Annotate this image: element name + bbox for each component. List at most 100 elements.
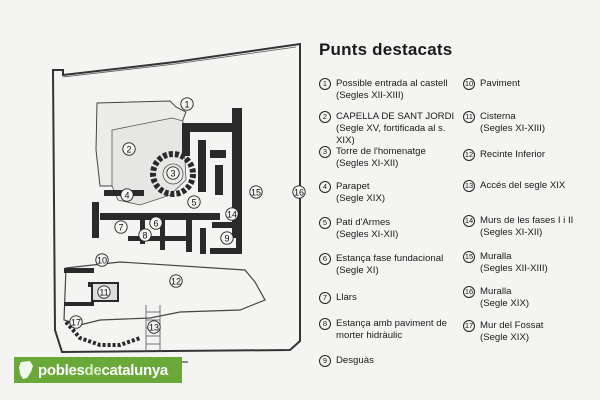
legend-item-text: Estança fase fundacional(Segle XI) [336,253,459,277]
legend-number-badge: 9 [319,355,331,367]
plan-marker-number: 5 [191,198,196,208]
legend-item-7: 7 Llars [319,292,459,304]
legend-item-line: Cisterna [480,111,516,122]
legend-number-badge: 4 [319,181,331,193]
plan-marker-15: 15 [249,185,263,199]
legend-item-line: Paviment [480,78,520,89]
legend-number-badge: 1 [319,78,331,90]
plan-marker-4: 4 [120,188,134,202]
plan-marker-number: 10 [97,256,107,266]
legend-item-4: 4 Parapet(Segle XIX) [319,181,459,205]
plan-marker-3: 3 [166,166,180,180]
legend-item-6: 6 Estança fase fundacional(Segle XI) [319,253,459,277]
plan-marker-number: 13 [149,323,159,333]
legend-item-text: Paviment [480,78,600,90]
legend-item-10: 10 Paviment [463,78,600,90]
legend-item-text: Muralla(Segles XII-XIII) [480,251,600,275]
legend-number-badge: 14 [463,215,475,227]
plan-marker-number: 8 [142,231,147,241]
legend-number-badge: 16 [463,286,475,298]
plan-marker-number: 4 [124,191,129,201]
legend-item-line: Muralla [480,251,512,262]
plan-marker-number: 6 [153,219,158,229]
logo-text-part2: de [84,361,102,379]
legend-item-line: Murs de les fases I i II [480,215,574,226]
plan-marker-number: 15 [251,188,261,198]
legend-item-line: Accés del segle XIX [480,180,566,191]
plan-marker-14: 14 [225,207,239,221]
legend-number-badge: 2 [319,111,331,123]
legend-number-badge: 3 [319,146,331,158]
legend-number-badge: 6 [319,253,331,265]
catalonia-map-icon [14,357,38,383]
legend-number-badge: 11 [463,111,475,123]
legend-item-line: Parapet [336,181,370,192]
legend-item-text: Muralla(Segle XIX) [480,286,600,310]
legend-number-badge: 7 [319,292,331,304]
legend-item-text: Llars [336,292,459,304]
legend-item-line: Recinte Inferior [480,149,546,160]
legend-item-line: (Segle XV, fortificada al s. XIX) [336,123,446,146]
legend-item-16: 16 Muralla(Segle XIX) [463,286,600,310]
legend-title: Punts destacats [319,40,453,59]
legend-number-badge: 12 [463,149,475,161]
legend-item-text: CAPELLA DE SANT JORDI(Segle XV, fortific… [336,111,459,147]
plan-marker-11: 11 [97,285,111,299]
plan-marker-number: 9 [224,234,229,244]
plan-marker-number: 17 [71,318,81,328]
legend-item-text: Desguàs [336,355,459,367]
plan-marker-number: 12 [171,277,181,287]
plan-marker-number: 16 [294,188,304,198]
plan-marker-number: 11 [99,288,108,298]
plan-marker-6: 6 [149,216,163,230]
legend-item-line: (Segle XI) [336,265,379,276]
legend-item-text: Possible entrada al castell(Segles XII-X… [336,78,459,102]
legend-item-line: (Segles XI-XII) [480,227,543,238]
plan-marker-number: 2 [126,145,131,155]
legend-item-line: Pati d'Armes [336,217,391,228]
legend-item-line: Possible entrada al castell [336,78,448,89]
legend-item-13: 13 Accés del segle XIX [463,180,600,192]
legend-item-line: morter hidràulic [336,330,403,341]
legend-item-12: 12 Recinte Inferior [463,149,600,161]
legend-item-11: 11 Cisterna(Segles XI-XIII) [463,111,600,135]
logo-text-part3: catalunya [101,361,168,379]
outer-wall-inner-line [62,46,297,78]
legend-item-text: Cisterna(Segles XI-XIII) [480,111,600,135]
legend-item-2: 2 CAPELLA DE SANT JORDI(Segle XV, fortifi… [319,111,459,147]
logo-text-part1: pobles [38,361,85,379]
legend-item-text: Parapet(Segle XIX) [336,181,459,205]
plan-marker-2: 2 [122,142,136,156]
legend-item-line: (Segles XII-XIII) [480,263,548,274]
legend-number-badge: 8 [319,318,331,330]
tower-of-homage [150,151,196,197]
plan-marker-8: 8 [138,228,152,242]
plan-marker-10: 10 [95,253,109,267]
plan-marker-9: 9 [220,231,234,245]
legend-item-line: (Segle XIX) [480,298,530,309]
plan-marker-number: 14 [227,210,237,220]
legend-item-text: Murs de les fases I i II(Segles XI-XII) [480,215,600,239]
moat-wall [64,320,141,347]
legend-item-text: Mur del Fossat(Segle XIX) [480,320,600,344]
legend-item-line: (Segles XII-XIII) [336,90,404,101]
legend-number-badge: 5 [319,217,331,229]
legend-item-line: (Segle XIX) [336,193,386,204]
plan-marker-number: 3 [170,169,175,179]
legend-item-text: Recinte Inferior [480,149,600,161]
plan-marker-17: 17 [69,315,83,329]
legend-item-line: Desguàs [336,355,374,366]
plan-marker-number: 1 [184,100,189,110]
legend-item-line: (Segles XI-XII) [336,229,399,240]
legend-item-line: Muralla [480,286,512,297]
plan-marker-12: 12 [169,274,183,288]
legend-item-line: (Segle XIX) [480,332,530,343]
legend-item-line: Estança fase fundacional [336,253,444,264]
legend-number-badge: 10 [463,78,475,90]
legend-number-badge: 13 [463,180,475,192]
